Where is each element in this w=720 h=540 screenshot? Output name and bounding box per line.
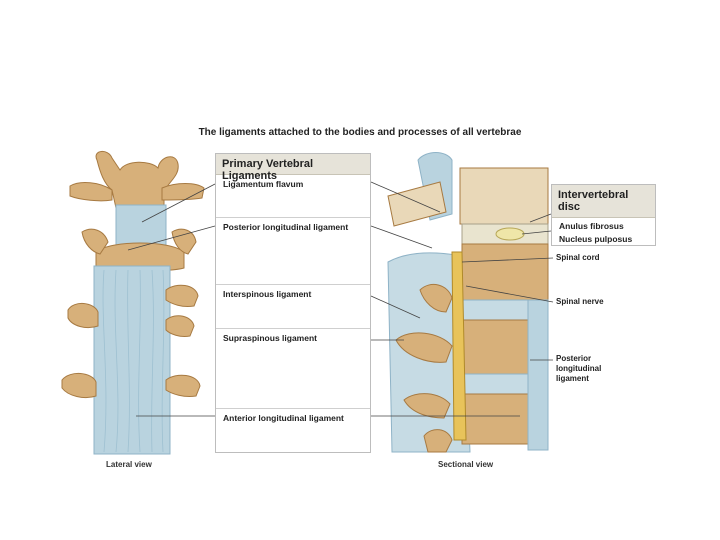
sectional-body-top: [459, 167, 549, 225]
primary-ligaments-panel: Primary Vertebral Ligaments Ligamentum f…: [215, 153, 371, 453]
label-spinal-cord: Spinal cord: [556, 253, 600, 262]
lamina-right-process: [171, 228, 197, 255]
lateral-process-1: [67, 303, 99, 329]
ligament-fibers: [102, 269, 165, 453]
intervertebral-disc-heading: Intervertebral disc: [552, 185, 655, 218]
sectional-process-3: [403, 393, 451, 419]
caption-sectional-view: Sectional view: [438, 460, 494, 469]
label-posterior-line3: ligament: [556, 374, 589, 383]
ligamentum-flavum-region: [115, 204, 167, 246]
sectional-body-lower: [461, 319, 529, 375]
lateral-process-4: [165, 374, 201, 397]
disc-item-nucleus: Nucleus pulposus: [559, 234, 633, 244]
spinal-cord: [451, 251, 467, 441]
sectional-cut-process: [387, 181, 447, 227]
ligament-item-anterior-longitudinal: Anterior longitudinal ligament: [216, 408, 370, 452]
lamina-left-process: [81, 228, 109, 255]
leader-lines-left: [127, 183, 216, 417]
caption-lateral-view: Lateral view: [106, 460, 152, 469]
anterior-ligament-column: [93, 265, 171, 455]
lateral-process-2: [165, 284, 199, 307]
ligament-item-flavum: Ligamentum flavum: [223, 179, 304, 189]
sectional-process-2: [395, 332, 453, 363]
ligament-item-posterior-longitudinal: Posterior longitudinal ligament: [216, 217, 370, 284]
nucleus-pulposus: [495, 227, 525, 241]
sectional-process-4: [423, 429, 453, 453]
upper-transverse-left: [69, 182, 113, 202]
ligament-item-supraspinous: Supraspinous ligament: [216, 328, 370, 408]
sectional-body-middle: [461, 243, 549, 301]
sectional-disc-3: [461, 373, 529, 395]
lateral-process-3: [61, 373, 97, 399]
posterior-longitudinal-strip: [527, 299, 549, 451]
label-posterior-line2: longitudinal: [556, 364, 602, 373]
ligament-item-interspinous: Interspinous ligament: [216, 284, 370, 328]
primary-ligaments-heading: Primary Vertebral Ligaments: [216, 154, 370, 182]
sectional-disc-2: [461, 299, 529, 321]
label-spinal-nerve: Spinal nerve: [556, 297, 604, 306]
lateral-spine-illustration: [61, 151, 205, 455]
label-posterior-line1: Posterior: [556, 354, 592, 363]
disc-item-anulus: Anulus fibrosus: [559, 221, 624, 231]
sectional-body-bottom: [461, 393, 529, 445]
label-posterior-longitudinal-ligament: Posterior longitudinal ligament: [556, 354, 601, 384]
leader-lines-right: [370, 181, 554, 417]
intervertebral-disc-panel: Intervertebral disc Anulus fibrosus Nucl…: [551, 184, 656, 246]
page-title: The ligaments attached to the bodies and…: [198, 127, 522, 138]
lateral-process-5: [165, 315, 195, 337]
sectional-spine-illustration: [387, 152, 549, 453]
upper-transverse-right: [161, 183, 205, 201]
sectional-process-1: [419, 283, 453, 313]
